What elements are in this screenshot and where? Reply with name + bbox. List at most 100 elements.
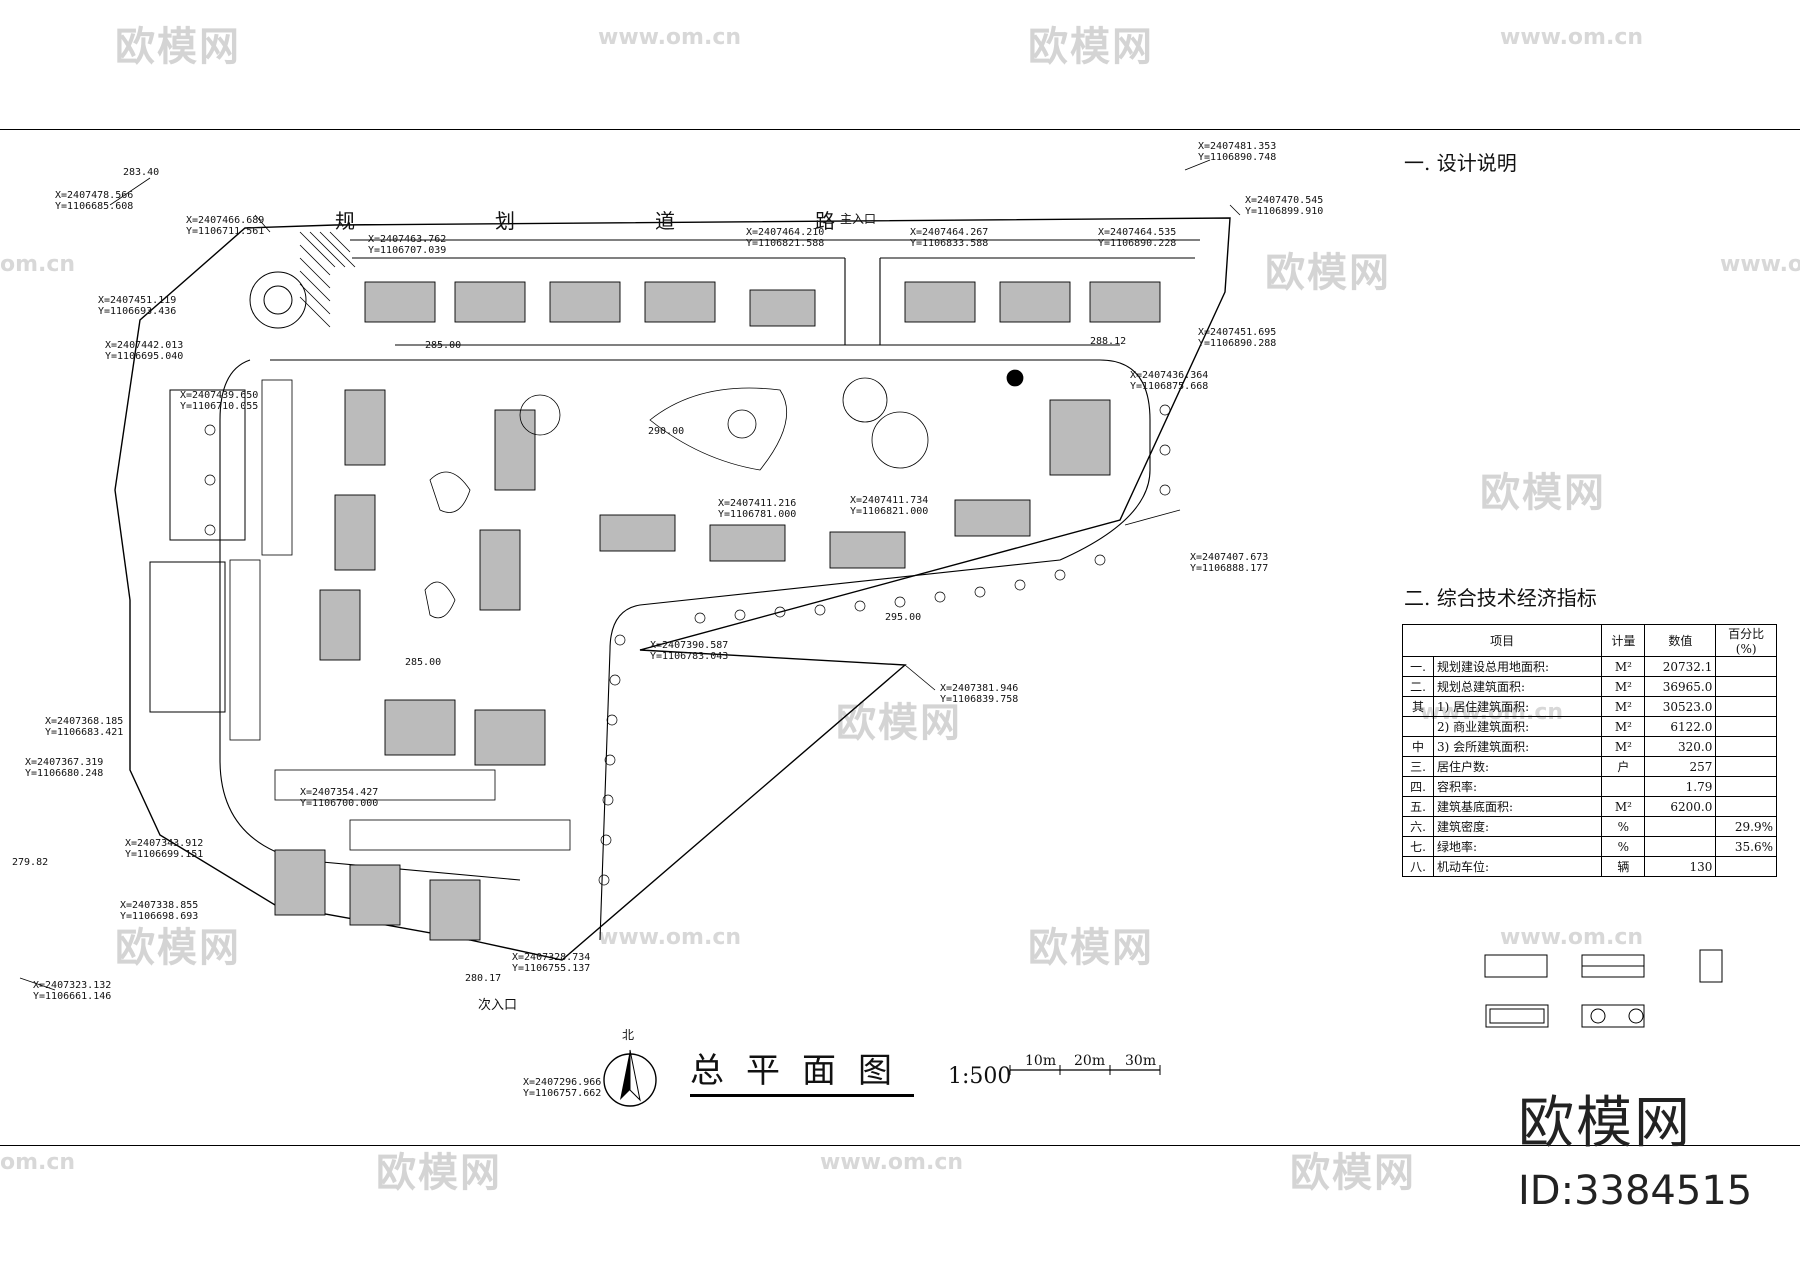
table-cell-unit: M² (1601, 696, 1646, 717)
road-label: 规 划 道 路 (335, 209, 835, 233)
table-cell-value: 20732.1 (1644, 656, 1717, 677)
watermark-logo: 欧模网 (115, 925, 241, 971)
scale-mark: 20m (1074, 1053, 1106, 1069)
watermark-url: www.om.cn (1500, 925, 1644, 950)
coordinate-leaders (19, 159, 1241, 991)
secondary-entrance-label: 次入口 (478, 998, 518, 1013)
watermark-url: om.cn (0, 1150, 76, 1175)
table-cell-value: 257 (1644, 756, 1717, 777)
table-cell-unit: M² (1601, 796, 1646, 817)
watermark-logo: 欧模网 (1028, 925, 1154, 971)
watermark-url: www.om.cn (598, 925, 742, 950)
watermark-url: www.om.cn (598, 25, 742, 50)
table-cell-value: 30523.0 (1644, 696, 1717, 717)
north-label: 北 (622, 1028, 635, 1042)
table-row: 七.绿地率:%35.6% (1402, 836, 1777, 857)
table-cell-item: 1) 居住建筑面积: (1432, 696, 1603, 717)
design-notes-heading: 一. 设计说明 (1404, 151, 1517, 175)
elevation-label: 279.82 (12, 857, 49, 868)
table-cell-item: 规划总建筑面积: (1432, 676, 1603, 697)
table-cell-value: 6122.0 (1644, 716, 1717, 737)
table-cell-percent (1715, 776, 1777, 797)
table-row: 六.建筑密度:% 29.9% (1402, 816, 1777, 837)
drawing-sheet-frame (0, 129, 1800, 1146)
table-cell-item: 绿地率: (1432, 836, 1603, 857)
legend-symbols (1484, 949, 1723, 1028)
watermark-logo: 欧模网 (836, 700, 962, 746)
elevation-label: 290.00 (648, 426, 685, 437)
table-cell-percent (1715, 716, 1777, 737)
table-cell-percent (1715, 796, 1777, 817)
table-cell-unit: M² (1601, 676, 1646, 697)
table-cell-percent (1715, 856, 1777, 877)
table-cell-no: 一. (1402, 656, 1434, 677)
table-cell-item: 容积率: (1432, 776, 1603, 797)
watermark-logo: 欧模网 (115, 24, 241, 70)
table-cell-no: 七. (1402, 836, 1434, 857)
table-cell-unit: M² (1601, 656, 1646, 677)
table-cell-percent (1715, 656, 1777, 677)
elevation-label: 283.40 (123, 167, 160, 178)
table-cell-unit: 户 (1601, 756, 1646, 777)
watermark-url: www.om.cn (820, 1150, 964, 1175)
table-cell-unit: M² (1601, 736, 1646, 757)
building-row-north (364, 281, 1161, 327)
table-cell-percent (1715, 696, 1777, 717)
column-header: 数值 (1644, 624, 1717, 657)
table-cell-no: 三. (1402, 756, 1434, 777)
tree-lines (204, 404, 1171, 886)
table-cell-item: 建筑密度: (1432, 816, 1603, 837)
table-cell-unit: M² (1601, 716, 1646, 737)
elevation-label: 285.00 (405, 657, 442, 668)
watermark-url: www.om.cn (1500, 25, 1644, 50)
plaza-circle (249, 271, 307, 329)
column-header: 计量 (1601, 624, 1646, 657)
watermark-logo: 欧模网 (1028, 24, 1154, 70)
inner-road (350, 239, 1200, 346)
table-cell-unit: % (1601, 816, 1646, 837)
brand-logo-text: 欧模网 (1518, 1091, 1692, 1156)
column-header: 项目 (1401, 624, 1603, 657)
table-cell-percent (1715, 756, 1777, 777)
drawing-title: 总平面图 (690, 1043, 914, 1097)
table-cell-unit (1601, 776, 1646, 797)
table-cell-no: 中 (1402, 736, 1434, 757)
north-arrow (603, 1049, 657, 1107)
table-cell-item: 2) 商业建筑面积: (1432, 716, 1603, 737)
table-cell-value: 6200.0 (1644, 796, 1717, 817)
scale-bar (1009, 1065, 1161, 1075)
table-cell-no: 六. (1402, 816, 1434, 837)
table-cell-unit: % (1601, 836, 1646, 857)
building-row-middle (599, 399, 1111, 569)
table-cell-no: 二. (1402, 676, 1434, 697)
table-cell-value: 130 (1644, 856, 1717, 877)
building-column-west (319, 389, 536, 661)
table-cell-no (1402, 716, 1434, 737)
table-cell-item: 居住户数: (1432, 756, 1603, 777)
model-id: ID:3384515 (1518, 1168, 1753, 1214)
parking-stalls (229, 379, 571, 851)
table-cell-value (1644, 836, 1717, 857)
table-cell-percent: 29.9% (1715, 816, 1777, 837)
table-cell-item: 规划建设总用地面积: (1432, 656, 1603, 677)
table-cell-unit: 辆 (1601, 856, 1646, 877)
drawing-scale: 1:500 (948, 1064, 1012, 1089)
